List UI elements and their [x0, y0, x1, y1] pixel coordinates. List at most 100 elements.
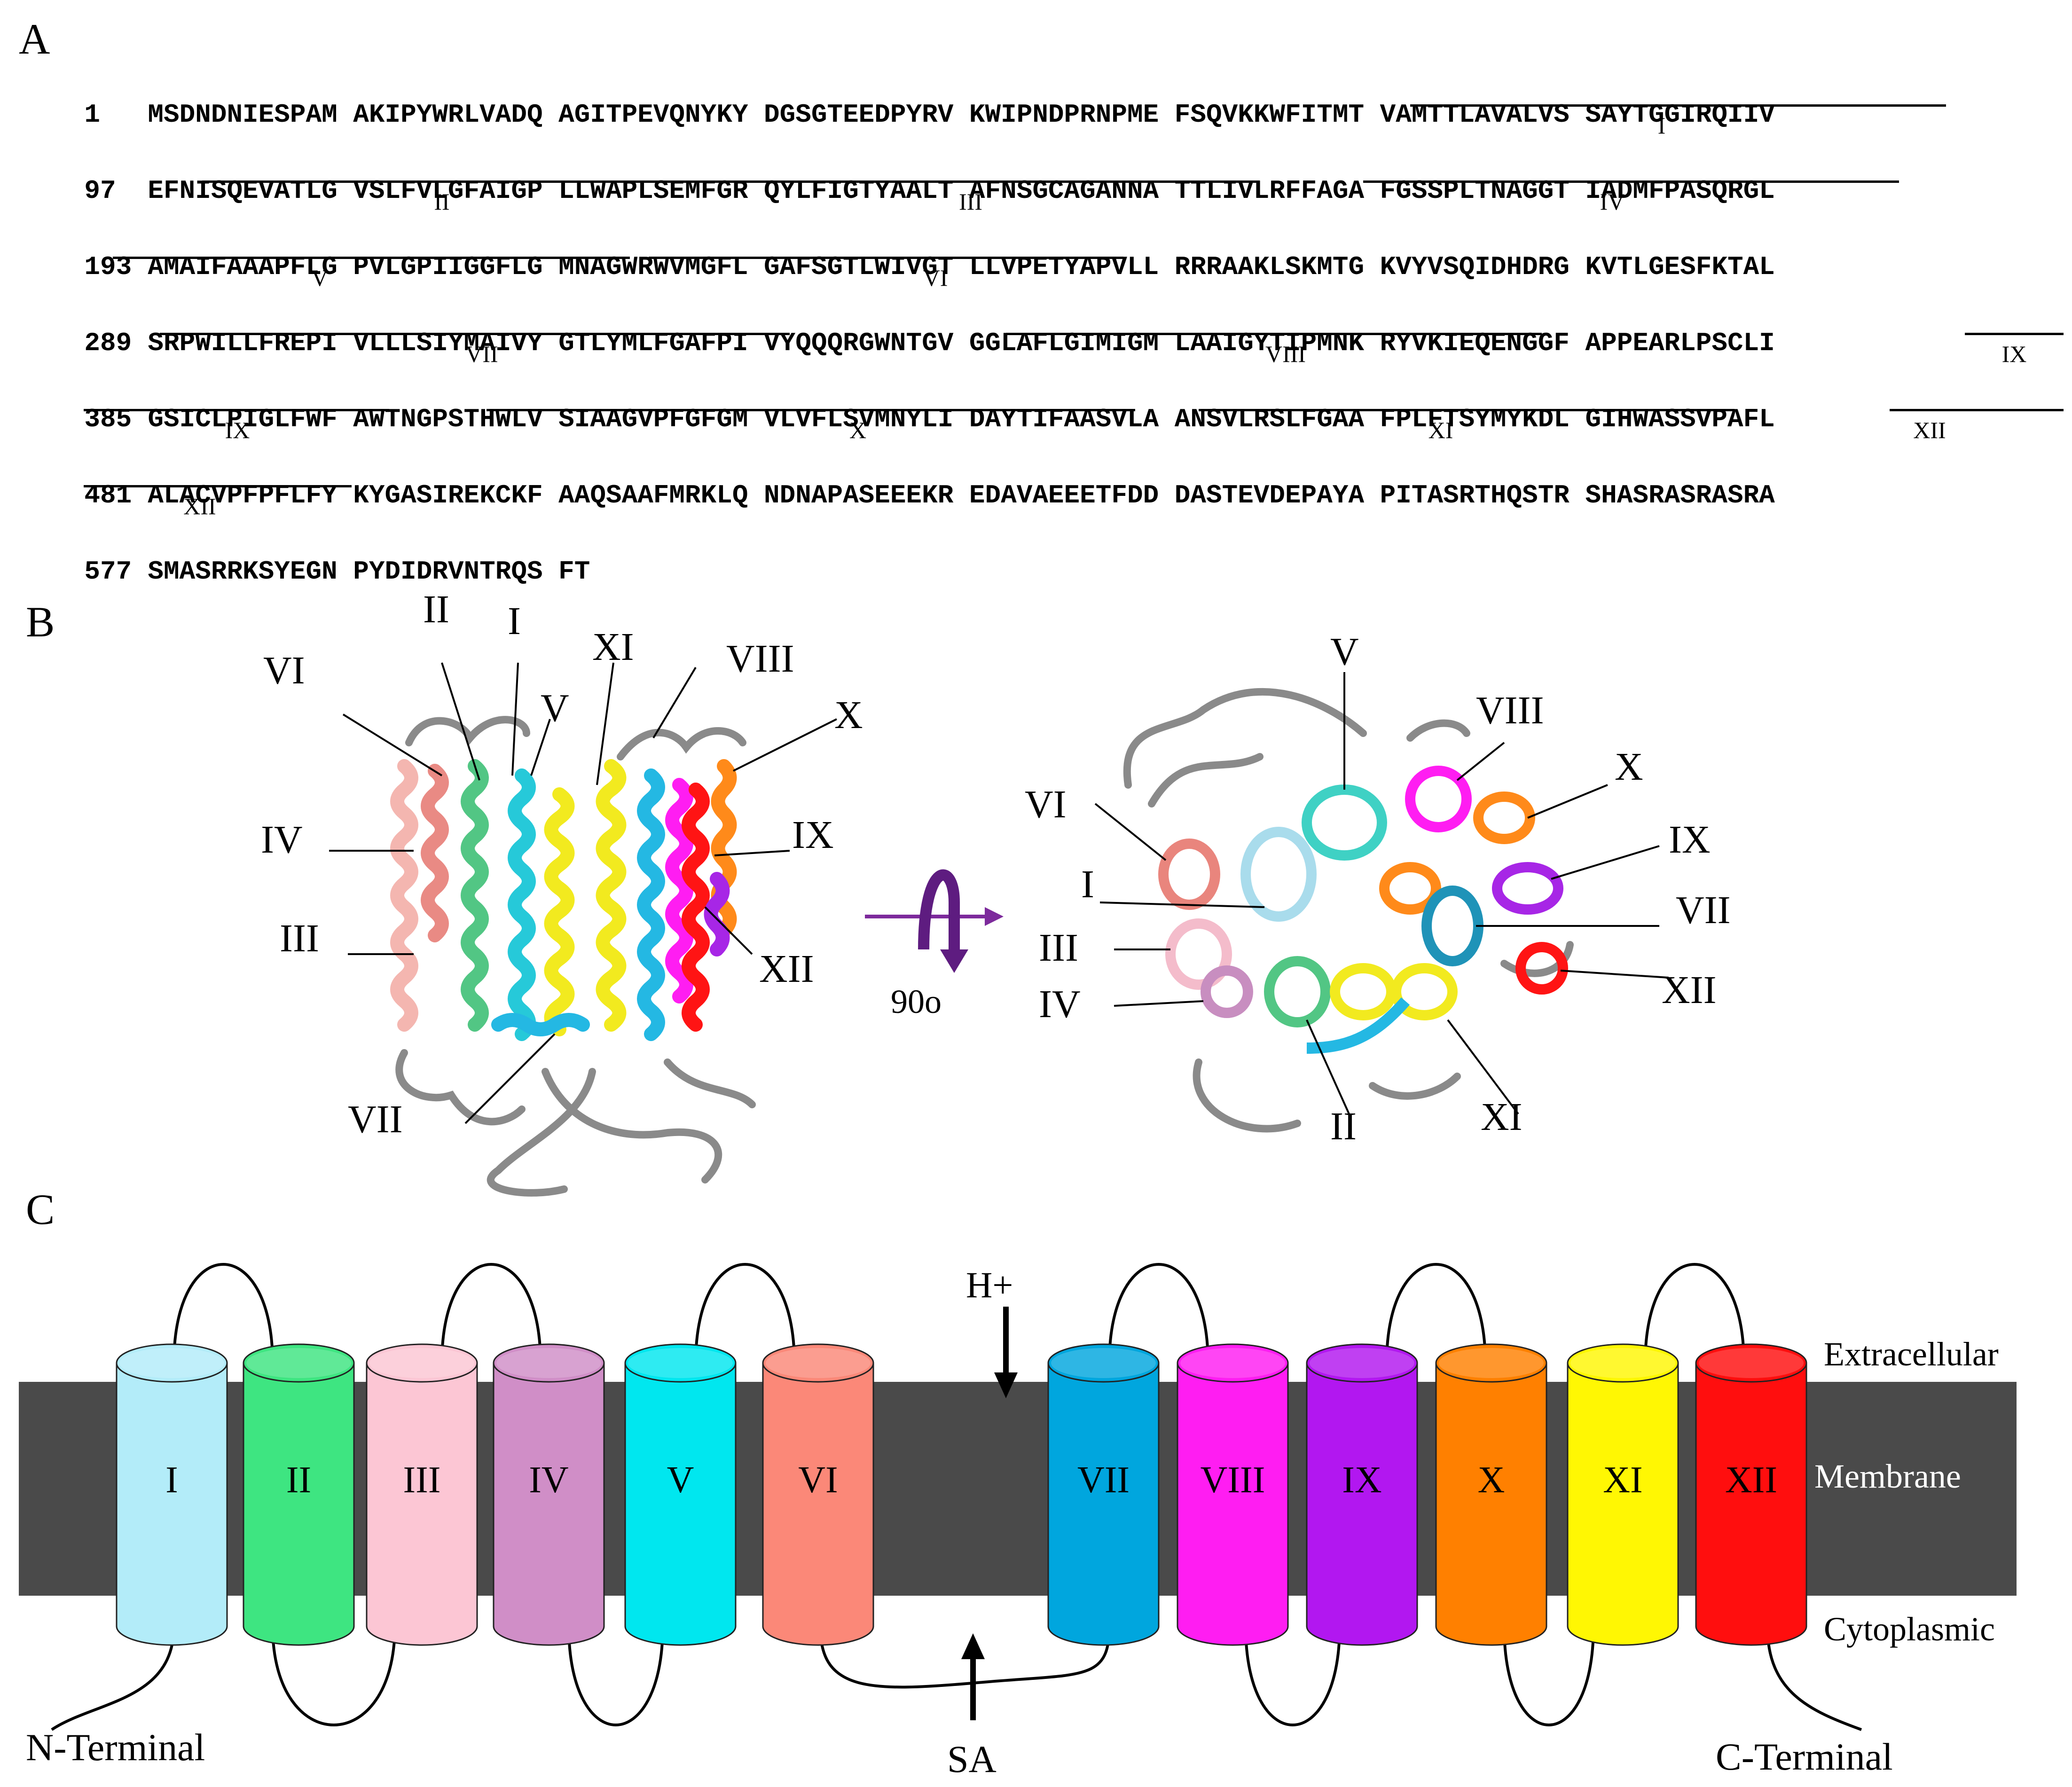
helix-cap-highlight	[1439, 1348, 1544, 1378]
tm-underline-vi	[649, 257, 1123, 259]
helix-cap	[1435, 1343, 1547, 1383]
helix-cap-highlight	[496, 1348, 601, 1378]
helix-cylinder: V	[624, 1343, 737, 1646]
helix-body	[1695, 1363, 1807, 1646]
side-label-iii: III	[280, 917, 319, 960]
tm-underline-viii	[1006, 333, 1542, 335]
tm-label-ix: IX	[225, 417, 250, 443]
top-label-iii: III	[1039, 926, 1078, 970]
topology-loops	[51, 1263, 1862, 1731]
helix-ix-top	[1492, 862, 1563, 915]
helix-cap-highlight	[246, 1348, 351, 1378]
top-label-x: X	[1615, 745, 1643, 789]
helix-xii-side	[682, 783, 710, 1032]
helix-cylinder: VI	[762, 1343, 874, 1646]
proton-label: H+	[966, 1264, 1013, 1305]
helix-iv-side	[390, 759, 418, 1032]
side-label-ii: II	[423, 588, 449, 631]
helix-cap-highlight	[1570, 1348, 1675, 1378]
helix-cap-highlight	[369, 1348, 474, 1378]
helix-cap	[762, 1343, 874, 1383]
helix-i-top	[1240, 827, 1317, 922]
helix-vii-side	[637, 768, 665, 1041]
helix-cylinder: XII	[1695, 1343, 1807, 1646]
side-label-xi: XI	[592, 625, 634, 669]
top-label-vii: VII	[1676, 888, 1731, 932]
side-label-viii: VIII	[726, 637, 794, 681]
top-view-structure	[1123, 688, 1574, 1133]
side-label-i: I	[508, 599, 521, 643]
panel-c-label: C	[26, 1185, 55, 1233]
helix-label: VIII	[1201, 1459, 1265, 1501]
helix-label: VII	[1077, 1459, 1130, 1501]
top-label-iv: IV	[1039, 982, 1081, 1026]
tm-label-ix: IX	[2001, 341, 2027, 367]
helix-cylinder: II	[243, 1343, 355, 1646]
helix-cap-highlight	[1699, 1348, 1804, 1378]
helix-cap-highlight	[1051, 1348, 1156, 1378]
helix-body	[116, 1363, 228, 1646]
tm-underline-vii	[160, 333, 790, 335]
helix-label: V	[667, 1459, 694, 1501]
cytoplasmic-label: Cytoplasmic	[1824, 1610, 1995, 1648]
sa-label: SA	[947, 1738, 997, 1780]
top-label-viii: VIII	[1476, 689, 1544, 732]
tm-underline-ix-a	[1965, 333, 2064, 335]
tm-label-xii: XII	[1913, 417, 1946, 443]
helix-label: VI	[798, 1459, 838, 1501]
tm-label-viii: VIII	[1265, 341, 1306, 367]
helix-cap	[1306, 1343, 1418, 1383]
helix-label: X	[1478, 1459, 1505, 1501]
tm-underline-i	[1410, 104, 1946, 107]
side-label-xii: XII	[759, 947, 814, 991]
tm-label-iv: IV	[1600, 188, 1625, 215]
side-view-structure	[395, 716, 756, 1197]
tm-underline-v	[113, 257, 630, 259]
helix-cap	[116, 1343, 228, 1383]
helix-cylinder: IX	[1306, 1343, 1418, 1646]
side-label-vii: VII	[348, 1097, 403, 1141]
structure-panel	[329, 662, 1669, 1197]
helix-cap-highlight	[628, 1348, 733, 1378]
helix-body	[1567, 1363, 1679, 1646]
helix-cylinder: III	[366, 1343, 478, 1646]
helix-ii-top	[1264, 956, 1331, 1027]
top-label-v: V	[1330, 630, 1359, 674]
helix-cap-highlight	[1310, 1348, 1414, 1378]
helix-label: II	[286, 1459, 311, 1501]
n-terminal-label: N-Terminal	[26, 1726, 205, 1769]
helix-cylinder: VII	[1047, 1343, 1160, 1646]
tm-label-xii: XII	[183, 493, 216, 519]
helix-body	[1435, 1363, 1547, 1646]
tm-underline-ii	[202, 180, 766, 183]
tm-label-ii: II	[434, 188, 450, 215]
helix-cap	[1047, 1343, 1160, 1383]
side-label-x: X	[834, 693, 863, 737]
helix-label: I	[165, 1459, 178, 1501]
side-view-leaders	[329, 662, 837, 1124]
helix-xii-top	[1515, 942, 1568, 995]
helix-iv-top	[1201, 965, 1253, 1018]
tm-label-vi: VI	[923, 265, 948, 291]
sa-arrow	[961, 1633, 985, 1720]
helix-label: IV	[529, 1459, 568, 1501]
helix-x2-top	[1379, 862, 1441, 915]
helix-body	[1306, 1363, 1418, 1646]
helix-body	[243, 1363, 355, 1646]
helix-cap-highlight	[766, 1348, 871, 1378]
tm-underline-xii-b	[84, 485, 352, 487]
sequence-text: MSDNDNIESPAM AKIPYWRLVADQ AGITPEVQNYKY D…	[148, 100, 1775, 130]
sequence-number: 97	[84, 176, 116, 206]
rotation-label: 90o	[891, 983, 942, 1020]
tm-underline-iii	[766, 180, 1260, 183]
tm-label-v: V	[311, 265, 329, 291]
helix-body	[624, 1363, 737, 1646]
helix-body	[1047, 1363, 1160, 1646]
top-label-ii: II	[1330, 1105, 1357, 1148]
helix-cylinder: VIII	[1177, 1343, 1289, 1646]
tm-underline-ix-b	[84, 409, 389, 411]
